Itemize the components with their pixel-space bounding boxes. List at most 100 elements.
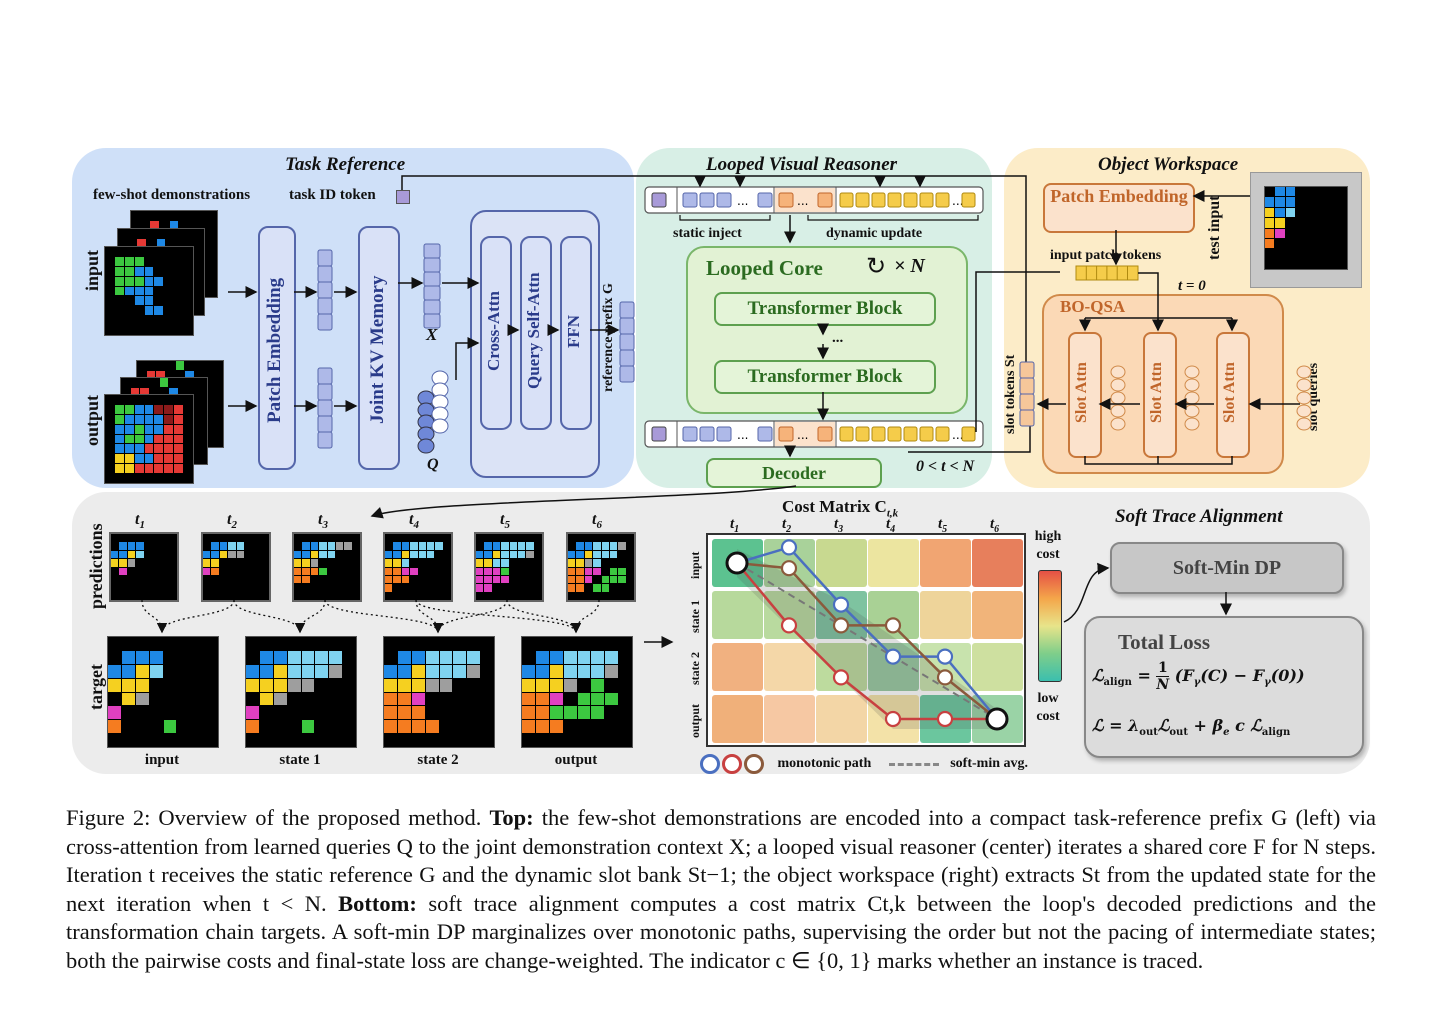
timestep-label-1: t1 xyxy=(135,511,145,532)
cost-col-label-1: t1 xyxy=(730,516,740,535)
total-loss-box xyxy=(1084,616,1364,758)
timestep-label-6: t6 xyxy=(592,511,602,532)
red-path-pt-0 xyxy=(780,617,798,634)
timestep-label-2: t2 xyxy=(227,511,237,532)
cost-cell-1-4 xyxy=(920,591,971,639)
end-node xyxy=(985,707,1009,731)
slot-token-3 xyxy=(1019,409,1035,427)
looped-core-label: Looped Core xyxy=(706,256,823,280)
ffn-box xyxy=(560,236,592,430)
bottom-token-bar-dyn-last xyxy=(961,426,976,442)
patch-token-top-4 xyxy=(317,313,333,331)
prefix-token-2 xyxy=(619,333,635,351)
x-token-2 xyxy=(423,271,441,287)
prediction-grid-4 xyxy=(383,532,453,602)
cost-matrix-title: Cost Matrix Ct,k xyxy=(782,497,899,520)
target-label-4: output xyxy=(554,752,598,768)
prefix-token-4 xyxy=(619,365,635,383)
patch-token-top-0 xyxy=(317,249,333,267)
top-token-bar-dyn-0 xyxy=(839,192,854,208)
pred-target-link-0 xyxy=(141,599,168,634)
blue-path-pt-0 xyxy=(780,539,798,556)
cost-cell-0-2 xyxy=(816,539,867,587)
object-workspace-title: Object Workspace xyxy=(1098,154,1239,175)
prediction-grid-2 xyxy=(201,532,271,602)
bottom-token-bar-static-2 xyxy=(716,426,732,442)
slot-token-0 xyxy=(1019,361,1035,379)
few-shot-label: few-shot demonstrations xyxy=(93,187,251,203)
x-label: X xyxy=(426,325,438,344)
target-grid-1 xyxy=(107,636,219,748)
bottom-token-bar-dyn-0 xyxy=(839,426,854,442)
patch-token-bot-4 xyxy=(317,431,333,449)
bottom-token-bar-dyn-6 xyxy=(935,426,950,442)
pred-target-link-5 xyxy=(415,599,444,634)
prediction-grid-3 xyxy=(292,532,362,602)
bottom-token-bar-dyn-4 xyxy=(903,426,918,442)
slot-circle-1-2 xyxy=(1184,391,1200,405)
top-token-bar-slot-0 xyxy=(778,192,794,208)
target-label-1: input xyxy=(144,752,180,768)
dynamic-update-label: dynamic update xyxy=(826,226,923,241)
bottom-token-bar-dots2: ... xyxy=(797,428,808,442)
start-node xyxy=(725,551,749,575)
top-token-bar-dots1: ... xyxy=(737,194,748,208)
top-token-bar-static-0 xyxy=(682,192,698,208)
cost-col-label-3: t3 xyxy=(834,516,844,535)
joint-kv-box xyxy=(358,226,400,470)
cost-col-label-5: t5 xyxy=(938,516,948,535)
slot-circle-2-3 xyxy=(1296,404,1312,418)
soft-min-band xyxy=(737,549,997,729)
x-token-3 xyxy=(423,285,441,301)
slot-circle-2-4 xyxy=(1296,417,1312,431)
loop-n-label: × N xyxy=(894,255,925,277)
cost-cell-2-1 xyxy=(764,643,815,691)
cost-matrix-sub: t,k xyxy=(886,507,899,520)
patch-token-top-3 xyxy=(317,297,333,315)
cost-cell-3-1 xyxy=(764,695,815,743)
path-legend: monotonic path soft-min avg. xyxy=(700,754,1028,774)
prediction-grid-1 xyxy=(109,532,179,602)
timestep-label-5: t5 xyxy=(500,511,510,532)
cost-col-label-6: t6 xyxy=(990,516,1000,535)
q-to-cross xyxy=(455,342,478,380)
top-connector xyxy=(626,175,1027,380)
slot-circle-0-0 xyxy=(1110,365,1126,379)
top-token-bar-dyn-4 xyxy=(903,192,918,208)
top-token-bar-dyn-1 xyxy=(855,192,870,208)
slot-circle-0-4 xyxy=(1110,417,1126,431)
target-label-3: state 2 xyxy=(417,752,459,768)
patch-token-bot-0 xyxy=(317,367,333,385)
top-token-bar-dots3: ... xyxy=(952,194,963,208)
red-path-line xyxy=(736,562,997,721)
prefix-token-1 xyxy=(619,317,635,335)
pred-target-link-1 xyxy=(156,599,235,634)
legend-dash xyxy=(888,762,939,766)
top-token-bar-slot-1 xyxy=(817,192,833,208)
bottom-token-bar-dyn-3 xyxy=(887,426,902,442)
brown-path-line xyxy=(736,561,998,720)
x-token-4 xyxy=(423,299,441,315)
q-query-open-4 xyxy=(431,418,449,434)
timestep-label-4: t4 xyxy=(409,511,419,532)
cost-cell-2-0 xyxy=(712,643,763,691)
looped-reasoner-title: Looped Visual Reasoner xyxy=(706,154,898,175)
top-token-bar-dyn-last xyxy=(961,192,976,208)
bottom-token-bar-static-last xyxy=(757,426,773,442)
legend-avg-label: soft-min avg. xyxy=(950,756,1029,772)
bottom-token-bar-dyn-1 xyxy=(855,426,870,442)
pred-target-link-7 xyxy=(432,599,508,634)
blue-path-pt-3 xyxy=(936,648,954,665)
prefix-token-0 xyxy=(619,301,635,319)
red-path-pt-3 xyxy=(936,710,954,728)
bo-qsa-label: BO-QSA xyxy=(1060,297,1126,316)
slot-circle-1-4 xyxy=(1184,417,1200,431)
slot-token-1 xyxy=(1019,377,1035,395)
bottom-token-bar-dyn-2 xyxy=(871,426,886,442)
q-query-filled-4 xyxy=(417,438,435,454)
low-cost-label: low cost xyxy=(1036,691,1060,724)
task-id-label: task ID token xyxy=(289,187,376,203)
cost-cell-3-2 xyxy=(816,695,867,743)
query-self-attn-box xyxy=(520,236,552,430)
